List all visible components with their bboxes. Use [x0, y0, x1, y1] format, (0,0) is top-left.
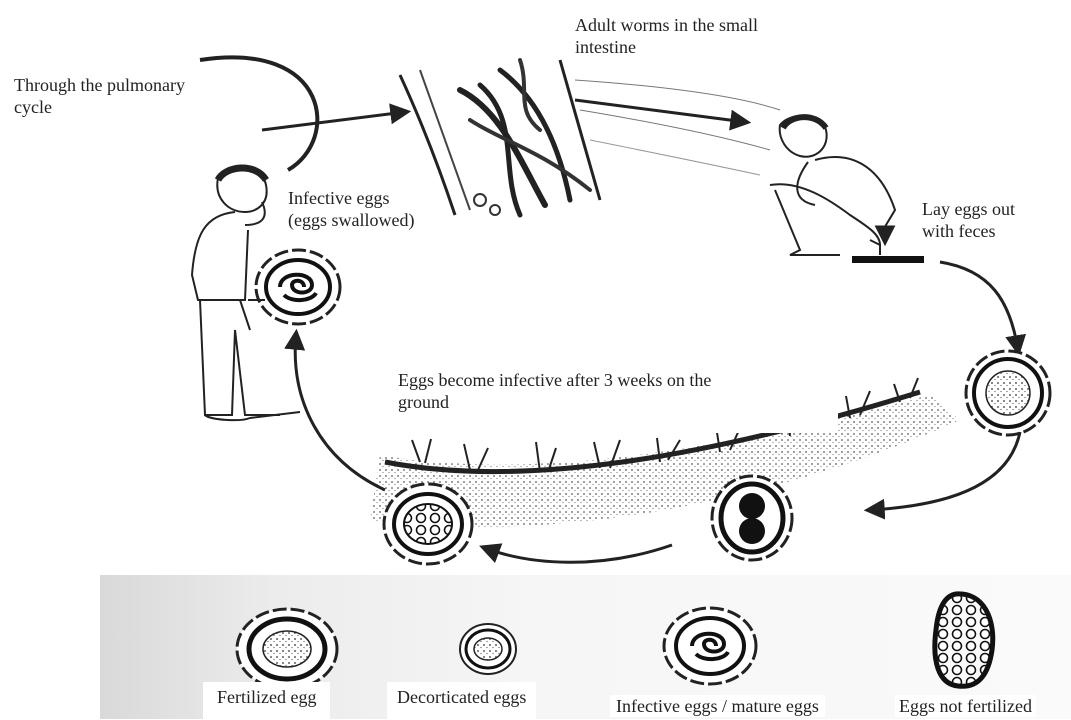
legend-decorticated-egg-icon [460, 624, 516, 674]
feces-icon [852, 256, 924, 263]
legend-infective-label: Infective eggs / mature eggs [610, 695, 825, 717]
arrow-to-multi-cell [485, 545, 672, 562]
legend-unfertilized-egg-icon [935, 594, 993, 686]
legend-decorticated-label: Decorticated eggs [387, 682, 536, 720]
label-line: intestine [575, 36, 758, 58]
label-lay-eggs: Lay eggs out with feces [922, 198, 1015, 242]
arrow-to-swallow [295, 335, 385, 490]
legend-not-fertilized-label: Eggs not fertilized [895, 695, 1036, 717]
pulmonary-cycle-arrow [200, 57, 405, 170]
label-line: Adult worms in the small [575, 14, 758, 36]
label-adult-worms: Adult worms in the small intestine [575, 14, 758, 58]
label-line: Infective eggs [288, 187, 414, 209]
label-line: Eggs become infective after 3 weeks on t… [398, 369, 838, 391]
egg-icon [712, 476, 792, 560]
legend-fertilized-label: Fertilized egg [203, 682, 330, 720]
label-line: with feces [922, 220, 1015, 242]
label-line: Lay eggs out [922, 198, 1015, 220]
label-line: cycle [14, 96, 185, 118]
label-line: ground [398, 391, 838, 413]
label-infective-swallowed: Infective eggs (eggs swallowed) [288, 187, 414, 231]
egg-icon [966, 351, 1050, 435]
egg-icon [256, 250, 340, 324]
legend-infective-egg-icon [664, 608, 756, 684]
egg-icon [384, 484, 472, 564]
label-become-infective: Eggs become infective after 3 weeks on t… [398, 369, 838, 433]
label-line: (eggs swallowed) [288, 209, 414, 231]
arrow-to-host [575, 100, 745, 122]
label-pulmonary-cycle: Through the pulmonary cycle [14, 74, 185, 118]
intestine-worms-icon [400, 60, 780, 215]
legend-fertilized-egg-icon [237, 609, 337, 689]
label-line: Through the pulmonary [14, 74, 185, 96]
arrow-to-egg [940, 262, 1018, 350]
person-squatting-icon [770, 116, 895, 255]
